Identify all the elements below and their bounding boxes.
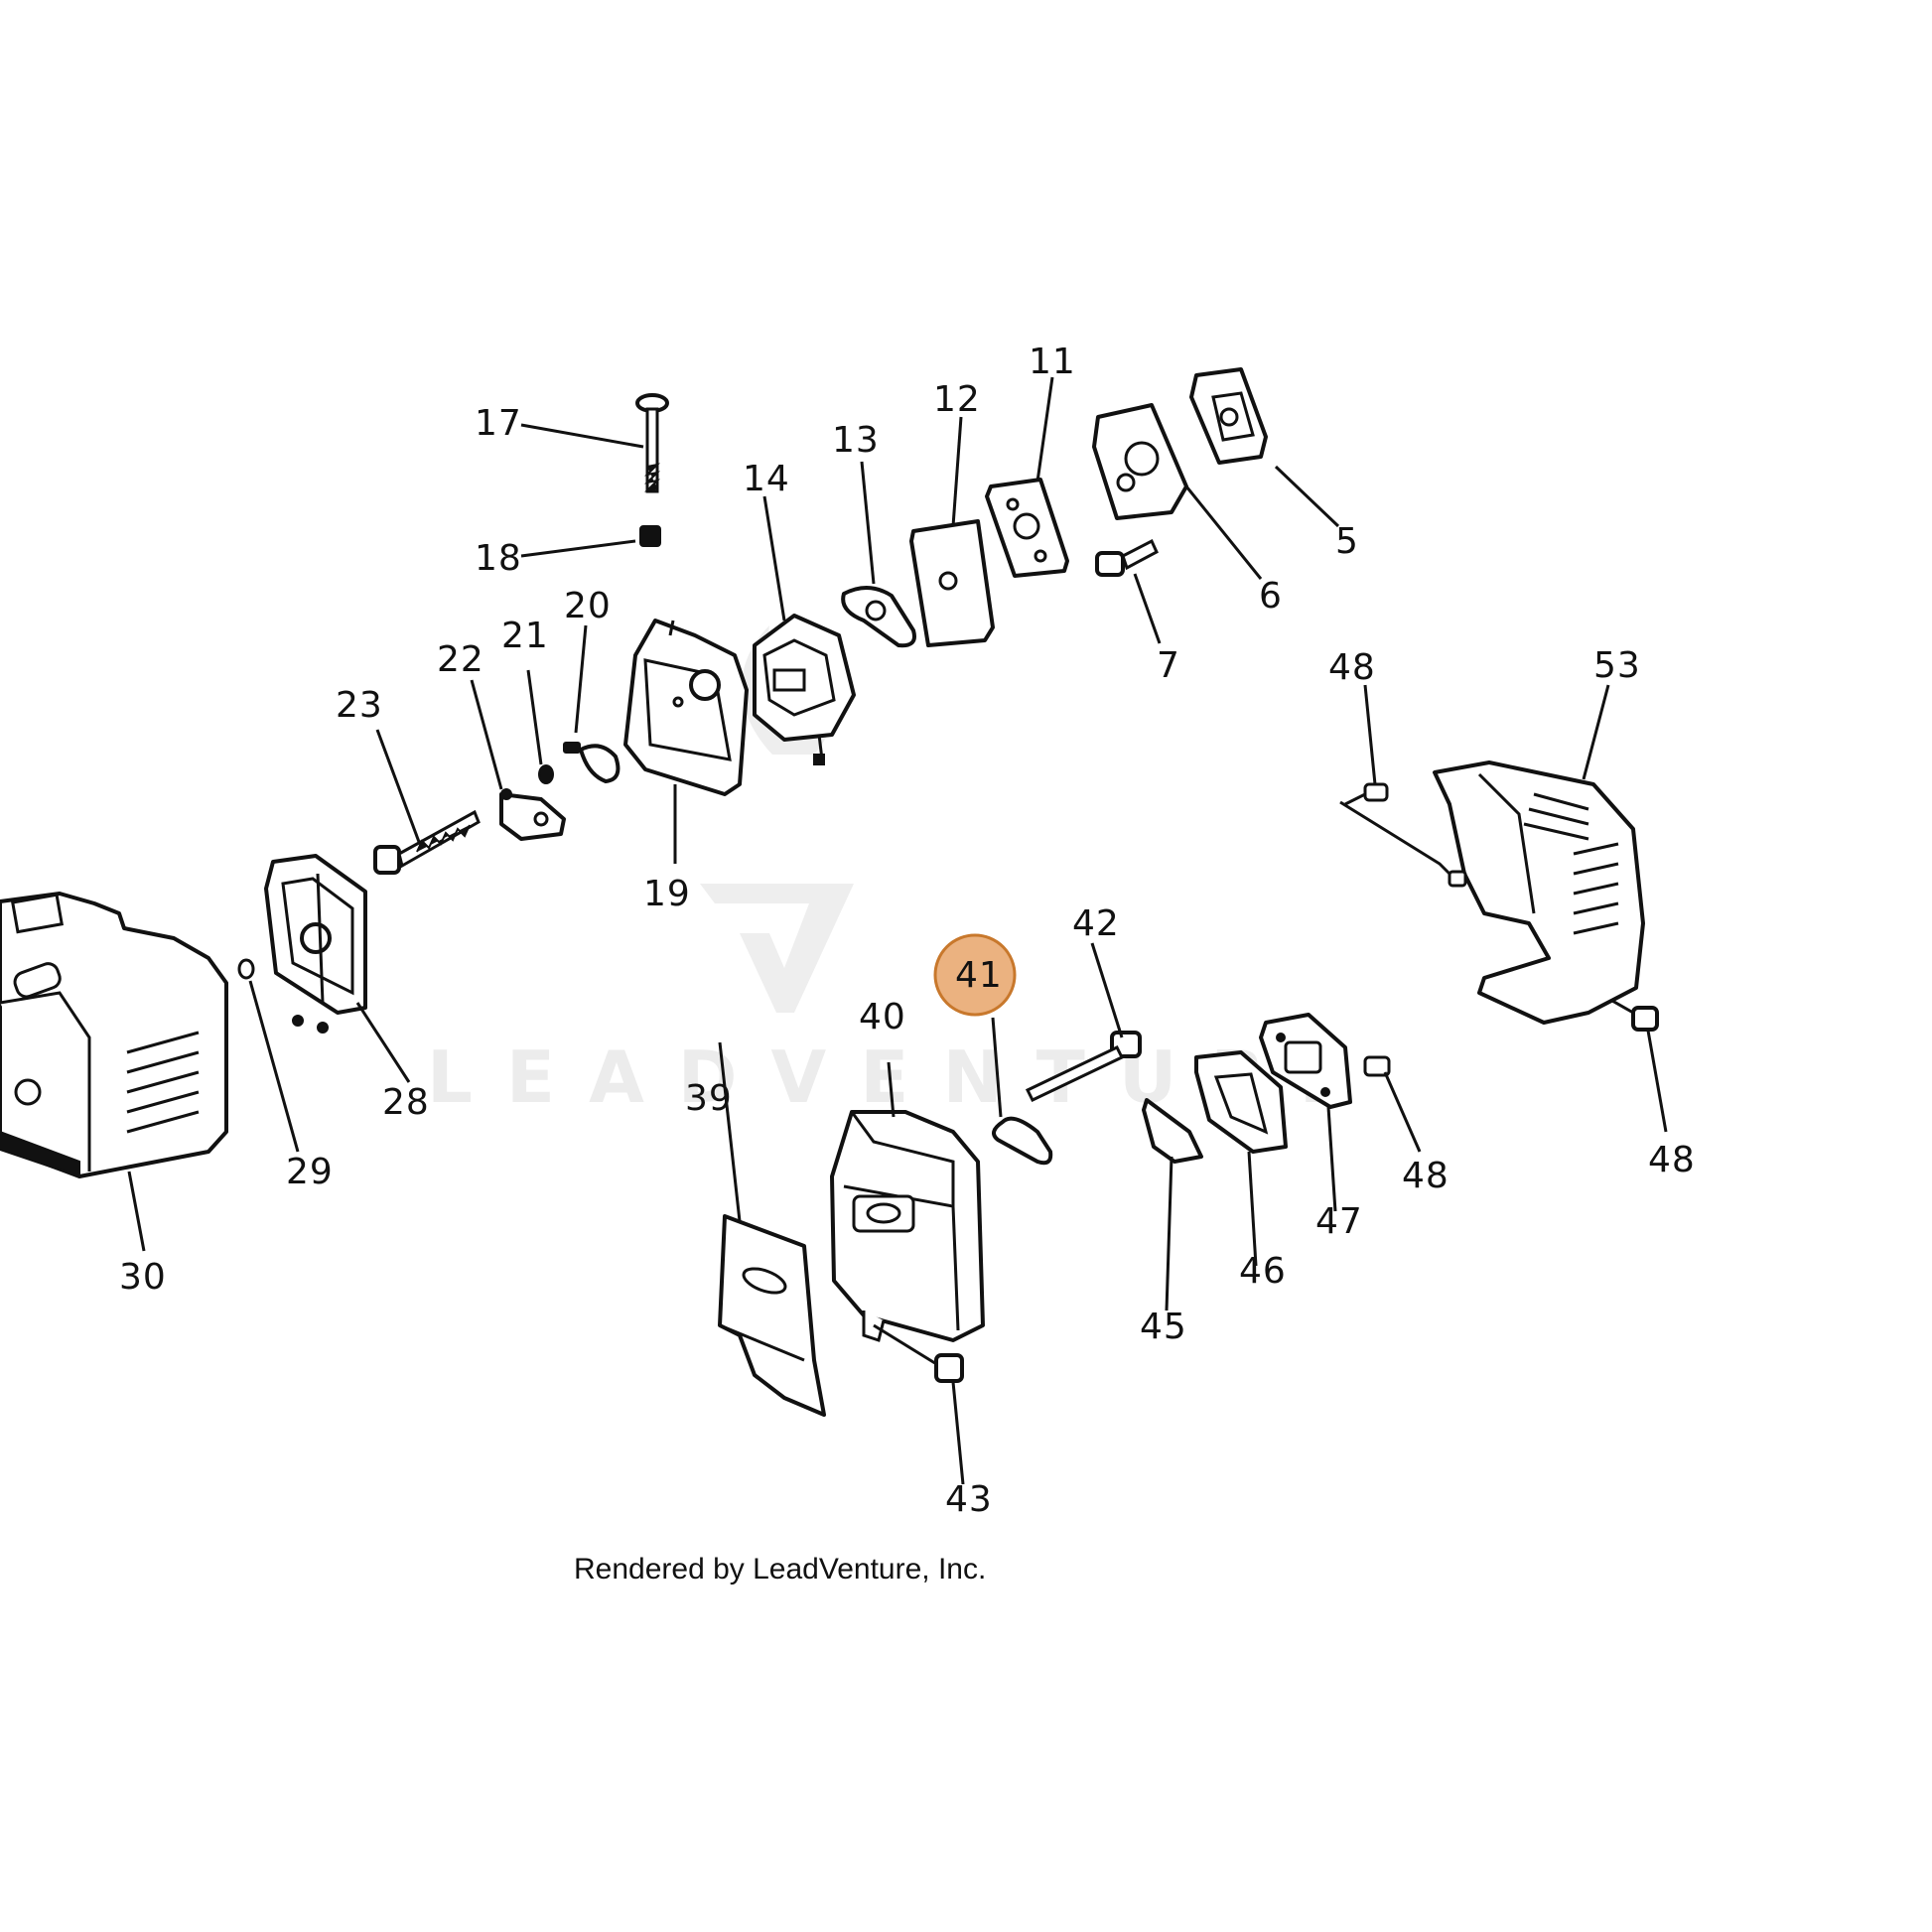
part-30-cover xyxy=(0,892,228,1178)
part-39-plate xyxy=(718,1214,826,1417)
callout-18[interactable]: 18 xyxy=(475,538,522,579)
part-14-carburetor xyxy=(753,614,856,765)
part-53-shroud xyxy=(1339,760,1645,1025)
callout-14[interactable]: 14 xyxy=(743,459,790,499)
part-17-bolt xyxy=(635,393,669,493)
callout-29[interactable]: 29 xyxy=(286,1152,334,1192)
part-42-bolt xyxy=(1025,1031,1142,1102)
callout-48c[interactable]: 48 xyxy=(1648,1140,1696,1180)
callout-47[interactable]: 47 xyxy=(1315,1201,1363,1242)
part-5-gasket xyxy=(1189,367,1268,465)
callout-22[interactable]: 22 xyxy=(437,639,484,680)
part-28-filter xyxy=(264,854,367,1034)
callout-20[interactable]: 20 xyxy=(564,586,612,626)
callout-40[interactable]: 40 xyxy=(859,997,906,1037)
watermark-v-icon xyxy=(700,884,854,1013)
callout-21[interactable]: 21 xyxy=(501,616,549,656)
part-13-gasket xyxy=(841,586,916,648)
part-22-bracket xyxy=(499,788,566,841)
callout-19[interactable]: 19 xyxy=(643,874,691,914)
callout-13[interactable]: 13 xyxy=(832,420,880,461)
callout-42[interactable]: 42 xyxy=(1072,903,1120,944)
watermark-text: LEADVENTURE xyxy=(427,1035,1382,1119)
part-7-screw xyxy=(1095,538,1159,577)
watermark: LEADVENTURE xyxy=(427,621,1382,1119)
callout-23[interactable]: 23 xyxy=(336,685,383,726)
part-11-gasket xyxy=(985,478,1069,578)
leader-lines xyxy=(127,376,1668,1485)
part-47-cover xyxy=(1259,1013,1352,1109)
part-45-gasket xyxy=(1142,1098,1203,1164)
callout-5[interactable]: 5 xyxy=(1335,521,1359,562)
callout-30[interactable]: 30 xyxy=(119,1257,167,1298)
callout-11[interactable]: 11 xyxy=(1029,342,1076,382)
part-20-clip xyxy=(563,742,621,783)
callout-17[interactable]: 17 xyxy=(475,403,522,444)
part-19-housing xyxy=(623,619,749,796)
callout-53[interactable]: 53 xyxy=(1593,645,1641,686)
callout-43[interactable]: 43 xyxy=(945,1479,993,1520)
caption: Rendered by LeadVenture, Inc. xyxy=(574,1553,986,1586)
callout-28[interactable]: 28 xyxy=(382,1082,430,1123)
callout-12[interactable]: 12 xyxy=(933,379,981,420)
callout-39[interactable]: 39 xyxy=(685,1078,733,1119)
part-21-screw xyxy=(538,764,554,784)
callout-45[interactable]: 45 xyxy=(1140,1307,1187,1347)
callout-48a[interactable]: 48 xyxy=(1328,647,1376,688)
part-23-bolt xyxy=(373,809,481,875)
part-48-screw-b xyxy=(1363,1055,1391,1077)
part-48-screw-a xyxy=(1344,782,1389,806)
callout-labels: 5 6 7 11 12 13 14 17 18 19 20 21 22 23 2… xyxy=(119,342,1696,1520)
part-40-muffler xyxy=(830,1110,985,1342)
part-6-insulator xyxy=(1092,403,1188,520)
callout-6[interactable]: 6 xyxy=(1259,576,1283,617)
part-43-screw xyxy=(873,1323,964,1383)
part-46-gasket xyxy=(1194,1050,1288,1154)
part-18-nut xyxy=(639,525,661,547)
callout-48b[interactable]: 48 xyxy=(1402,1156,1449,1196)
part-41-gasket xyxy=(992,1116,1053,1166)
callout-7[interactable]: 7 xyxy=(1157,645,1180,686)
callout-41[interactable]: 41 xyxy=(955,955,1003,996)
part-12-plate xyxy=(909,519,995,647)
part-29-washer xyxy=(237,958,255,980)
highlight-marker[interactable] xyxy=(933,933,1017,1017)
callout-46[interactable]: 46 xyxy=(1239,1251,1287,1292)
